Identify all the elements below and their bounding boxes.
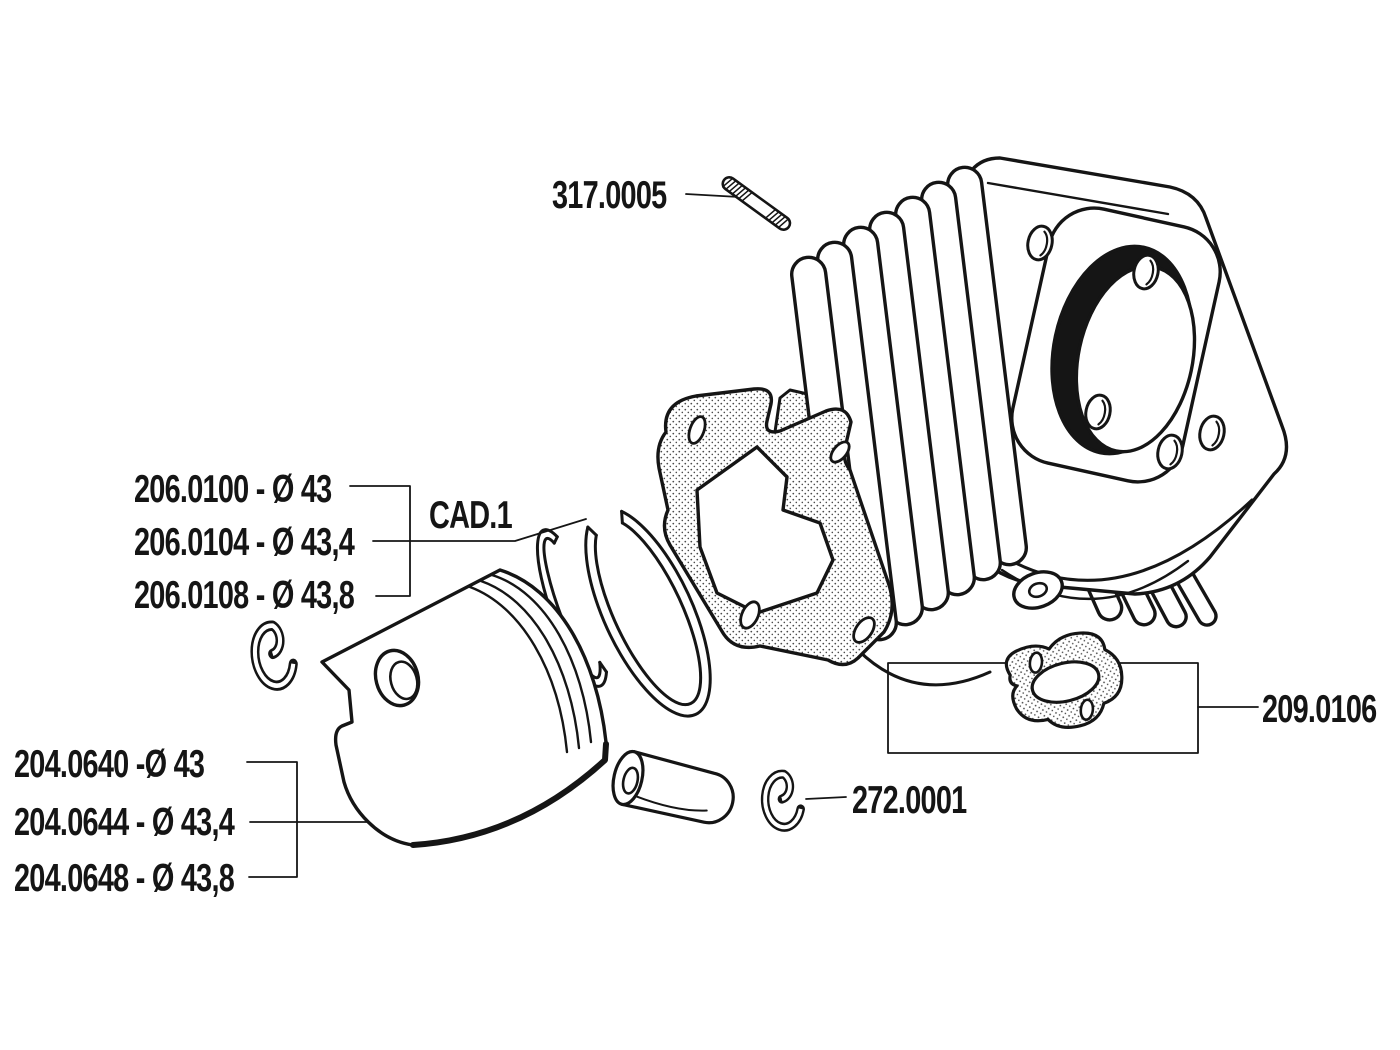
base-gasket-opening [695, 445, 835, 615]
part-label-piston-434: 204.0644 - Ø 43,4 [14, 801, 235, 844]
piston-ring-rear [584, 509, 712, 718]
piston-ring-grooves [468, 573, 593, 754]
leader-pin-clip [805, 796, 847, 800]
piston-bottom-edge [410, 741, 609, 848]
circlip-right-drawing [760, 769, 805, 832]
part-label-ring-set-434: 206.0104 - Ø 43,4 [134, 521, 355, 564]
part-label-exhaust-gasket: 209.0106 [1262, 688, 1377, 731]
part-label-pin-clip: 272.0001 [852, 779, 967, 822]
stud-drawing [721, 176, 792, 232]
bracket-pistons [246, 761, 298, 878]
part-label-ring-set-438: 206.0108 - Ø 43,8 [134, 574, 355, 617]
part-label-piston-438: 204.0648 - Ø 43,8 [14, 857, 235, 900]
cylinder-bolt-ear [1012, 570, 1064, 610]
leader-stud [685, 193, 740, 198]
piston-pin-drawing [611, 749, 735, 825]
piston-pin-hole [373, 648, 421, 708]
piston-drawing [320, 568, 609, 848]
cylinder-skirt-curve [856, 648, 992, 687]
leader-lines [246, 193, 1259, 878]
circlip-left-drawing [250, 620, 298, 691]
part-label-stud: 317.0005 [552, 174, 667, 217]
part-label-cad-note: CAD.1 [429, 494, 513, 537]
part-label-piston-43: 204.0640 -Ø 43 [14, 743, 205, 786]
part-label-ring-set-43: 206.0100 - Ø 43 [134, 468, 332, 511]
base-gasket-slots [687, 415, 876, 644]
base-gasket-drawing [656, 387, 894, 667]
plate-thickness-line [986, 181, 1170, 216]
leader-ring-sets [372, 518, 587, 542]
exhaust-gasket-drawing [1004, 631, 1124, 729]
head-bolt-holes [1026, 224, 1226, 471]
